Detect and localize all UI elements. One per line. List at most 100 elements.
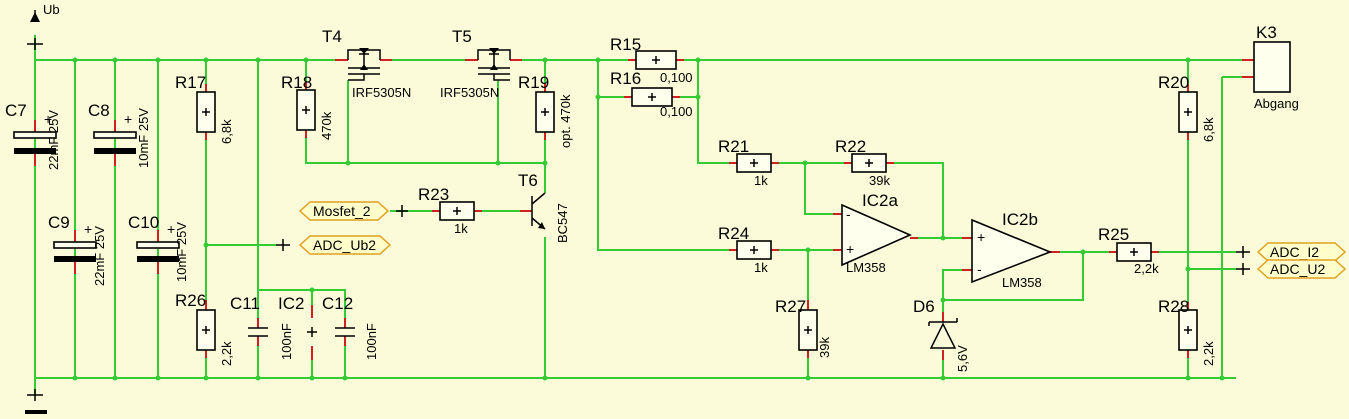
cap-c7[interactable]: C7 22mF 25V	[5, 101, 61, 170]
resistor-r27[interactable]: R27 39k	[775, 297, 832, 358]
c11-ref: C11	[230, 294, 260, 313]
resistor-r25[interactable]: R25 2,2k	[1098, 225, 1159, 276]
connector-k3[interactable]: K3 Abgang	[1242, 23, 1299, 111]
c9-plus: +	[84, 221, 92, 237]
resistor-r22[interactable]: R22 39k	[835, 137, 894, 188]
t5-ref: T5	[452, 27, 472, 46]
ic2b-ref: IC2b	[1002, 210, 1038, 229]
t6-ref: T6	[518, 171, 538, 190]
gnd-symbol	[25, 389, 47, 414]
r19-value: opt. 470k	[558, 94, 573, 148]
ic2a-ref: IC2a	[862, 191, 898, 210]
ground-icon	[25, 410, 47, 414]
cap-c8[interactable]: C8 10mF 25V	[88, 101, 151, 168]
r16-value: 0,100	[660, 104, 693, 119]
resistor-r15[interactable]: R15 0,100	[610, 35, 693, 85]
zener-d6[interactable]: D6 5,6V	[913, 297, 970, 372]
resistor-r24[interactable]: R24 1k	[718, 224, 779, 275]
resistor-r18[interactable]: R18 470k	[281, 73, 334, 140]
c10-plus: +	[167, 221, 175, 237]
r25-value: 2,2k	[1134, 261, 1159, 276]
c7-value: 22mF 25V	[46, 110, 61, 170]
c9-ref: C9	[48, 213, 70, 232]
resistor-r26[interactable]: R26 2,2k	[175, 291, 234, 366]
flag-adc-u2[interactable]: ADC_U2	[1236, 259, 1347, 279]
r27-value: 39k	[817, 337, 832, 358]
ic2b-plus-sign: +	[977, 229, 985, 245]
c8-plus: +	[124, 111, 132, 127]
ic2b-fb-wire	[943, 251, 1084, 301]
opamp-ic2b[interactable]: + - IC2b LM358	[962, 210, 1060, 290]
ic2a-minus-sign: -	[846, 206, 851, 222]
c10-value: 10mF 25V	[174, 222, 189, 282]
r20-ref: R20	[1158, 73, 1189, 92]
resistor-r16[interactable]: R16 0,100	[610, 69, 693, 119]
r25-ref: R25	[1098, 225, 1129, 244]
r16-ref: R16	[610, 69, 641, 88]
ub-label: Ub	[43, 2, 60, 17]
flag-adc-ub2[interactable]: ADC_Ub2	[276, 235, 392, 255]
r20-value: 6,8k	[1201, 117, 1216, 142]
mosfet-t4[interactable]: T4 IRF5305N	[322, 27, 411, 100]
mosfet-t5[interactable]: T5 IRF5305N	[440, 27, 522, 100]
c9-value: 22mF 25V	[92, 226, 107, 286]
plus-icon	[27, 38, 43, 50]
c7-ref: C7	[5, 101, 27, 120]
d6-ref: D6	[913, 297, 935, 316]
flag-mosfet-2[interactable]: Mosfet_2	[298, 201, 408, 221]
r21-ref: R21	[718, 137, 749, 156]
r22-fb-wire	[891, 162, 944, 239]
resistor-r20[interactable]: R20 6,8k	[1158, 73, 1216, 142]
c12-ref: C12	[322, 294, 353, 313]
c12-value: 100nF	[364, 323, 379, 360]
r23-value: 1k	[454, 221, 468, 236]
r21-in-wire	[697, 97, 735, 164]
ic2a-minus-wire	[804, 163, 842, 215]
r18-ref: R18	[281, 73, 312, 92]
resistor-r28[interactable]: R28 2,2k	[1158, 297, 1216, 366]
c7-plus: +	[44, 111, 52, 127]
resistor-r19[interactable]: R19 opt. 470k	[518, 73, 573, 148]
adc-u2-label: ADC_U2	[1270, 261, 1325, 277]
c12-wire	[258, 289, 346, 378]
mosfet-2-label: Mosfet_2	[313, 203, 371, 219]
r22-value: 39k	[869, 173, 890, 188]
t4-value: IRF5305N	[352, 85, 411, 100]
adc-ub2-label: ADC_Ub2	[313, 237, 376, 253]
ic2b-minus-sign: -	[977, 261, 982, 277]
resistor-r17[interactable]: R17 6,8k	[175, 73, 234, 144]
cap-c10[interactable]: C10 10mF 25V	[128, 213, 189, 282]
c8-ref: C8	[88, 101, 110, 120]
r26-value: 2,2k	[219, 341, 234, 366]
junctions	[72, 57, 1225, 381]
r23-ref: R23	[418, 185, 449, 204]
polarity-marks: + + + +	[44, 111, 175, 237]
r28-value: 2,2k	[1201, 341, 1216, 366]
cap-c11[interactable]: C11 100nF	[230, 294, 294, 360]
r27-ref: R27	[775, 297, 806, 316]
transistor-t6[interactable]: T6 BC547	[518, 171, 570, 243]
cap-c9[interactable]: C9 22mF 25V	[48, 213, 107, 286]
opamp-ic2a[interactable]: - + IC2a LM358	[833, 191, 918, 275]
k3-ref: K3	[1256, 23, 1277, 42]
adc-i2-label: ADC_I2	[1270, 244, 1319, 260]
d6-value: 5,6V	[955, 345, 970, 372]
r24-ref: R24	[718, 224, 749, 243]
ic2b-value: LM358	[1002, 275, 1042, 290]
resistor-r21[interactable]: R21 1k	[718, 137, 779, 188]
ic2a-plus-sign: +	[846, 241, 854, 257]
r24-value: 1k	[754, 260, 768, 275]
r15-ref: R15	[610, 35, 641, 54]
wires	[34, 35, 1245, 395]
t4-ref: T4	[322, 27, 342, 46]
shunt-left-wire	[597, 60, 737, 251]
r18-value: 470k	[319, 111, 334, 140]
resistor-r23[interactable]: R23 1k	[418, 185, 482, 236]
r19-ref: R19	[518, 73, 549, 92]
c8-value: 10mF 25V	[136, 108, 151, 168]
flag-adc-i2[interactable]: ADC_I2	[1236, 242, 1347, 262]
ic2-power[interactable]: IC2	[278, 294, 317, 360]
cap-c12[interactable]: C12 100nF	[322, 294, 379, 360]
r17-value: 6,8k	[219, 119, 234, 144]
r17-ref: R17	[175, 73, 206, 92]
